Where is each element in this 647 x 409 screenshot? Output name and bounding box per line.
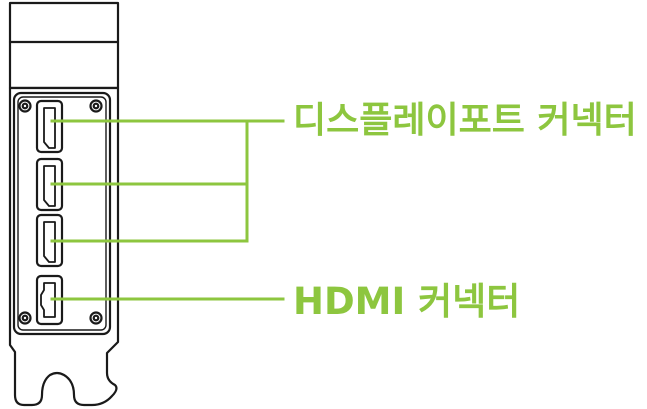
bracket-top-shroud — [8, 1, 120, 90]
screw-top-right — [89, 99, 103, 113]
displayport-connector-label: 디스플레이포트 커넥터 — [293, 100, 637, 141]
connector-panel — [12, 91, 112, 336]
screw-top-left — [18, 99, 32, 113]
hdmi-connector-label: HDMI 커넥터 — [293, 280, 521, 323]
displayport-connector-1 — [35, 99, 64, 154]
connector-panel-inner — [17, 96, 107, 331]
screw-bottom-left — [18, 311, 32, 325]
screw-bottom-right — [89, 311, 103, 325]
